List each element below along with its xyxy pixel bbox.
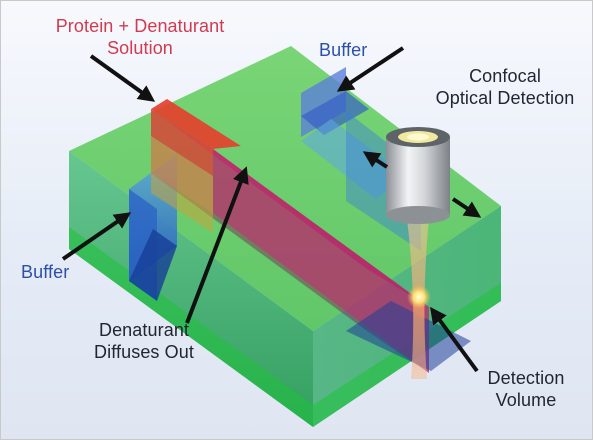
label-denaturant-diffuses: Denaturant Diffuses Out <box>69 319 219 363</box>
label-buffer-top: Buffer <box>319 40 368 60</box>
label-confocal-line1: Confocal <box>469 66 541 86</box>
inlet-channel <box>151 99 241 149</box>
label-protein-denaturant-line2: Solution <box>107 38 173 58</box>
detection-spot-icon <box>407 285 431 309</box>
label-buffer-left: Buffer <box>21 262 70 282</box>
label-confocal-detection: Confocal Optical Detection <box>419 65 591 109</box>
label-protein-denaturant-line1: Protein + Denaturant <box>55 16 225 36</box>
objective-lens-icon <box>386 127 450 224</box>
label-confocal-line2: Optical Detection <box>435 88 575 108</box>
arrow-icon <box>61 46 482 373</box>
label-denaturant-line1: Denaturant <box>98 320 190 340</box>
label-denaturant-line2: Diffuses Out <box>94 342 194 362</box>
label-detection-volume: Detection Volume <box>471 367 581 411</box>
label-protein-denaturant: Protein + Denaturant Solution <box>45 15 235 59</box>
label-detection-line2: Volume <box>495 390 557 410</box>
label-detection-line1: Detection <box>487 368 565 388</box>
